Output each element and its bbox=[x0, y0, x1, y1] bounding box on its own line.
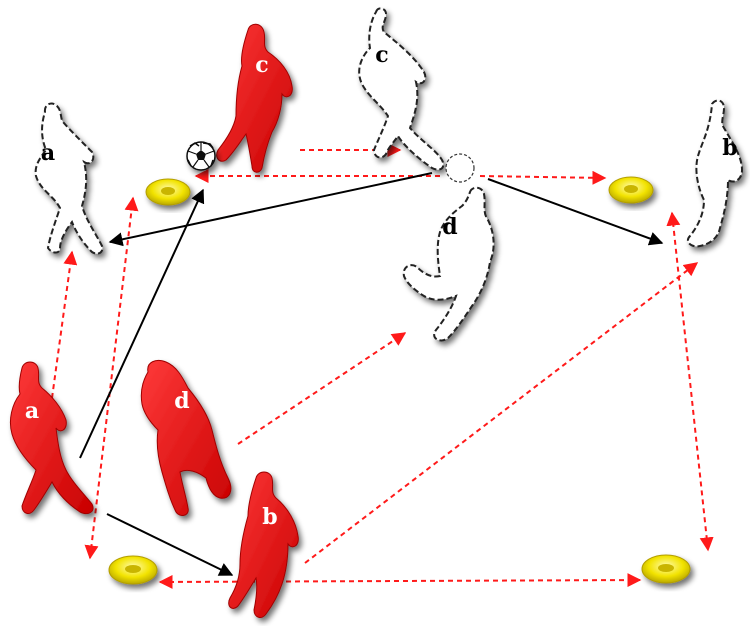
ball bbox=[186, 141, 216, 171]
soccer-ball-icon bbox=[186, 141, 216, 171]
ghost-player-b: b bbox=[686, 99, 744, 248]
red-player-d: d bbox=[140, 359, 232, 516]
red-player-b-label: b bbox=[262, 504, 277, 530]
ghost-player-c-label: c bbox=[375, 42, 388, 68]
red-player-a: a bbox=[9, 361, 94, 515]
pass-arrow-a-to-b bbox=[106, 513, 234, 576]
ghost-player-b-label: b bbox=[722, 135, 737, 161]
player-icon bbox=[228, 471, 299, 618]
ghost-player-d: d bbox=[402, 186, 495, 342]
player-icon bbox=[9, 361, 94, 515]
cone-top-left bbox=[145, 178, 191, 206]
pass-target-marker bbox=[445, 153, 475, 183]
ghost-player-a-label: a bbox=[41, 140, 55, 166]
cone-icon bbox=[608, 176, 654, 204]
player-icon bbox=[358, 7, 445, 171]
run-arrow-left-vertical bbox=[84, 196, 139, 560]
red-player-d-label: d bbox=[174, 388, 189, 414]
run-arrows bbox=[51, 143, 714, 589]
player-icon bbox=[34, 102, 104, 255]
run-arrow-b-diagonal bbox=[304, 262, 699, 564]
pass-arrow-to-ghost-b bbox=[487, 178, 664, 246]
ghost-player-a: a bbox=[34, 102, 104, 255]
player-icon bbox=[140, 359, 232, 516]
cone-bottom-left bbox=[108, 555, 158, 585]
player-icon bbox=[686, 99, 744, 248]
cone-icon bbox=[108, 555, 158, 585]
red-player-a-label: a bbox=[25, 398, 39, 424]
pass-arrows bbox=[79, 172, 664, 576]
pass-arrow-a-to-ball bbox=[79, 188, 205, 459]
run-arrow-d-diagonal bbox=[237, 332, 407, 445]
cone-top-right bbox=[608, 176, 654, 204]
pass-arrow-to-ghost-a bbox=[108, 172, 433, 247]
cone-icon bbox=[641, 554, 691, 584]
red-player-b: b bbox=[228, 471, 299, 618]
player-icon bbox=[216, 23, 293, 173]
run-arrow-top-to-right-cone bbox=[479, 170, 607, 185]
cone-icon bbox=[145, 178, 191, 206]
player-icon bbox=[402, 186, 495, 342]
red-player-c: c bbox=[216, 23, 293, 173]
red-player-c-label: c bbox=[255, 52, 268, 78]
cone-bottom-right bbox=[641, 554, 691, 584]
run-arrow-a-up bbox=[51, 250, 78, 399]
ghost-player-d-label: d bbox=[442, 214, 457, 240]
ghost-player-c: c bbox=[358, 7, 445, 171]
run-arrow-right-vertical bbox=[666, 211, 714, 552]
run-arrow-bottom-horizontal bbox=[158, 573, 642, 589]
